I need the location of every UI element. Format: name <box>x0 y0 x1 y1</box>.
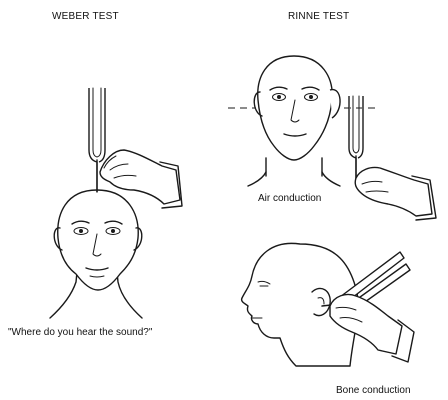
bone-conduction-caption: Bone conduction <box>336 386 411 396</box>
rinne-air-head-figure <box>248 56 340 186</box>
weber-caption: "Where do you hear the sound?" <box>8 328 152 338</box>
rinne-air-hand <box>355 167 436 220</box>
weber-head-figure <box>50 190 142 318</box>
air-conduction-caption: Air conduction <box>258 194 321 204</box>
